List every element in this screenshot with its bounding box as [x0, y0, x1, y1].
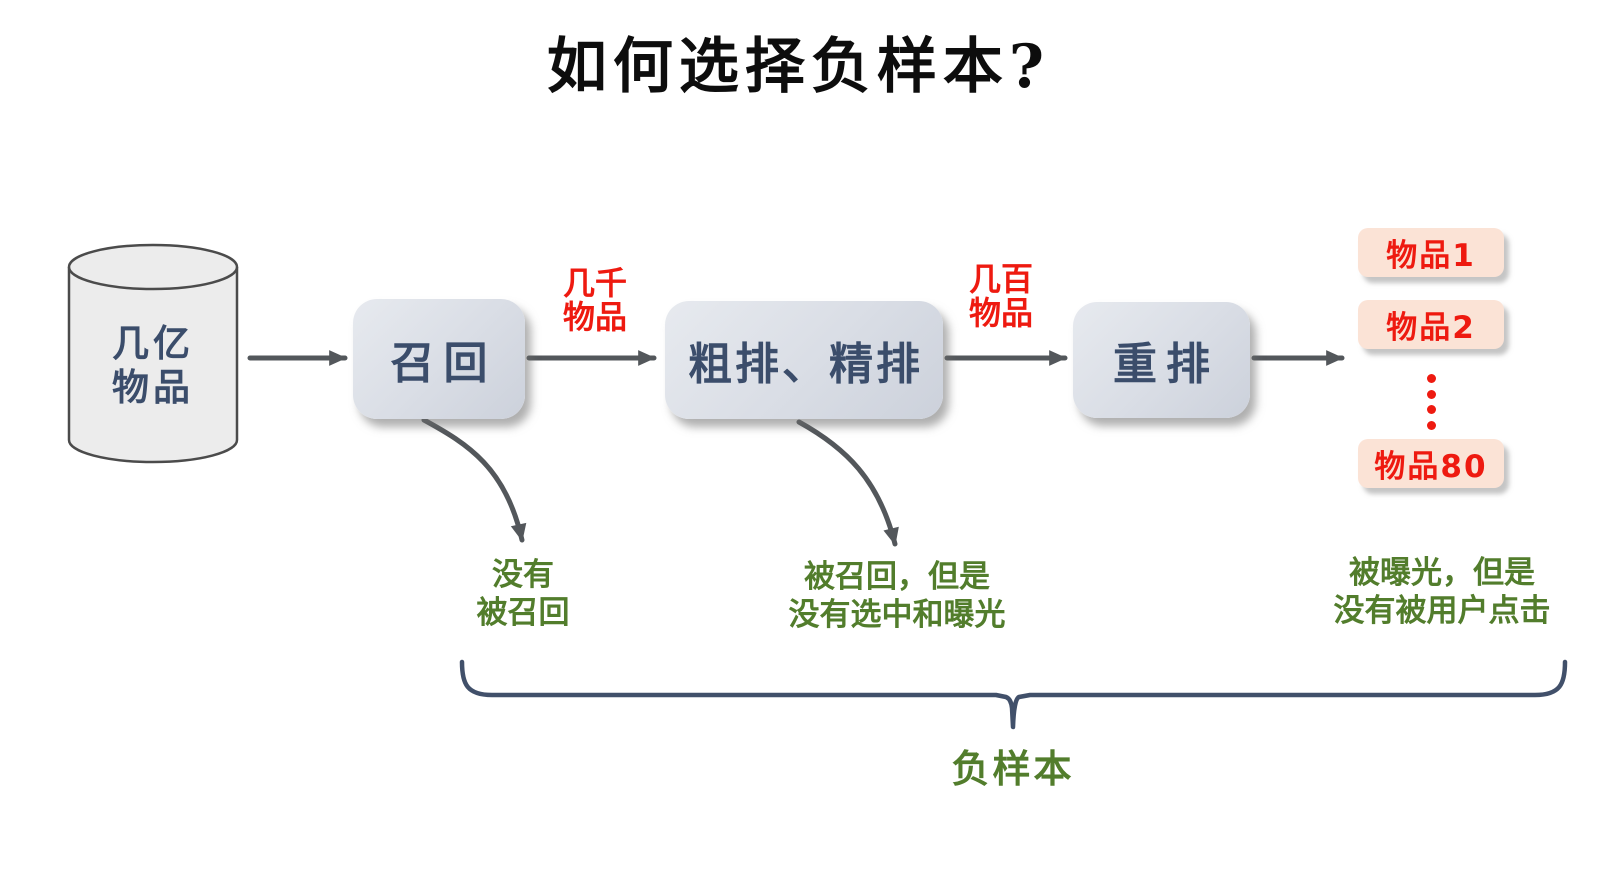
item-chip-label: 物品2 [1386, 310, 1476, 346]
annotation-line1: 被曝光，但是 [1349, 555, 1535, 591]
item-chip-1: 物品1 [1358, 228, 1504, 277]
annotation-not-recalled: 没有 被召回 [408, 556, 638, 632]
flow-count-line1: 几千 [562, 264, 627, 302]
item-chip-2: 物品2 [1358, 300, 1504, 349]
annotation-line2: 没有选中和曝光 [788, 597, 1006, 633]
vertical-ellipsis-icon [1358, 374, 1504, 430]
flow-count-line2: 物品 [562, 298, 627, 336]
arrow-recall-to-not-recalled [421, 417, 527, 543]
stage-box-rerank: 重排 [1073, 302, 1250, 418]
stage-box-rank: 粗排、精排 [665, 301, 943, 419]
item-chip-label: 物品80 [1374, 449, 1488, 485]
ellipsis-dot [1426, 389, 1436, 399]
annotation-line1: 没有 [492, 557, 554, 593]
item-chip-80: 物品80 [1358, 439, 1504, 488]
source-label-line2: 物品 [112, 366, 194, 409]
item-chip-label: 物品1 [1386, 238, 1476, 274]
stage-box-recall: 召回 [353, 299, 525, 419]
flow-count-line1: 几百 [968, 260, 1033, 298]
annotation-line2: 没有被用户点击 [1333, 593, 1551, 629]
arrow-rank-to-not-selected [796, 419, 899, 547]
annotation-line1: 被召回，但是 [804, 559, 990, 595]
flow-count-label-hundreds: 几百 物品 [936, 262, 1066, 330]
annotation-not-clicked: 被曝光，但是 没有被用户点击 [1287, 554, 1597, 630]
ellipsis-dot [1426, 420, 1436, 430]
flow-count-line2: 物品 [968, 294, 1033, 332]
source-label-line1: 几亿 [112, 322, 194, 365]
source-label: 几亿 物品 [70, 322, 236, 410]
stage-label-rank: 粗排、精排 [688, 339, 923, 390]
database-cylinder-icon [67, 243, 239, 464]
stage-label-recall: 召回 [390, 338, 497, 389]
stage-label-rerank: 重排 [1113, 339, 1219, 390]
annotation-not-selected: 被召回，但是 没有选中和曝光 [742, 558, 1052, 634]
negative-samples-brace [459, 659, 1568, 730]
ellipsis-dot [1426, 374, 1436, 383]
ellipsis-dot [1426, 405, 1436, 415]
diagram-title: 如何选择负样本? [546, 32, 1051, 102]
negative-samples-label: 负样本 [951, 747, 1075, 791]
annotation-line2: 被召回 [476, 595, 570, 631]
flow-count-label-thousands: 几千 物品 [530, 266, 660, 334]
